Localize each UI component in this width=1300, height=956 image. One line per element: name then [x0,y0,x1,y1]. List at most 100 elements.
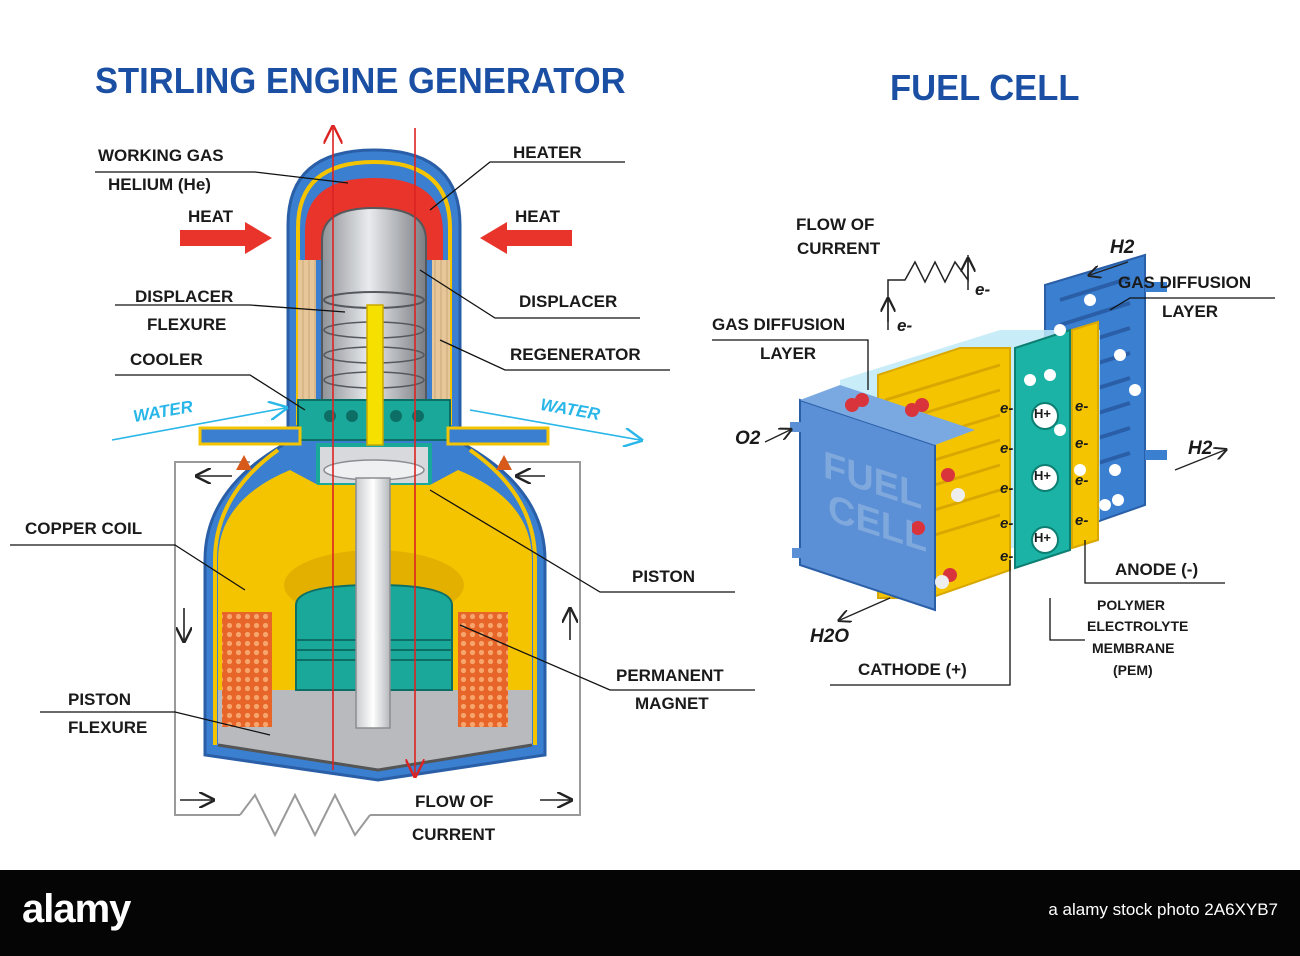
label-displacer-flexure-1: DISPLACER [135,287,234,306]
label-piston-flexure-2: FLEXURE [68,718,148,737]
electron-label: e- [1000,440,1014,457]
electron-label: e- [975,280,991,299]
fuelcell-title: FUEL CELL [890,67,1080,108]
water-pipe-left [198,426,302,446]
fuelcell-leader-lines [712,297,1275,686]
h2o-arrow [840,597,891,620]
label-pem-1: POLYMER [1097,597,1165,613]
regenerator-left [298,260,316,400]
heat-arrow-right [480,222,572,254]
label-heat-right: HEAT [515,207,561,226]
water-pipe-right [446,426,550,446]
label-piston-flexure-1: PISTON [68,690,131,709]
displacer-rod [366,304,384,446]
front-plate-top [800,385,975,445]
label-heat-left: HEAT [188,207,234,226]
label-flow-of-current-1: FLOW OF [415,792,494,811]
pipe [1145,450,1167,460]
pipe [1145,282,1167,292]
label-cathode: CATHODE (+) [858,660,967,679]
resistor-symbol [239,792,371,838]
label-regenerator: REGENERATOR [510,345,641,364]
label-gas-diffusion-left-2: LAYER [760,344,817,363]
label-h2-in: H2 [1110,237,1135,258]
h2-in-arrow [1090,261,1129,275]
label-fc-flow-of-current-1: FLOW OF [796,215,875,234]
regenerator-right [432,260,450,400]
stirling-title: STIRLING ENGINE GENERATOR [95,60,626,101]
label-gas-diffusion-right-2: LAYER [1162,302,1219,321]
label-fc-flow-of-current-2: CURRENT [797,239,881,258]
base-edge [217,743,533,772]
shell-lining [468,448,537,745]
cooler-hole [412,410,424,422]
brand-logo: alamy [22,887,131,931]
cooler-hole [390,410,402,422]
anode-layer [1071,320,1099,550]
pem-layer [1014,328,1071,570]
fuel-cell [712,253,1275,686]
label-heater: HEATER [513,143,582,162]
water-in-arrow [111,408,285,441]
electron-label: e- [1075,398,1089,415]
water-out-arrow [469,409,640,440]
stirling-engine [10,128,755,838]
diagram-svg [10,0,1275,838]
cooler-hole [324,410,336,422]
label-gas-diffusion-right-1: GAS DIFFUSION [1118,273,1252,292]
label-pem-2: ELECTROLYTE [1087,618,1189,634]
label-pem-3: MEMBRANE [1092,640,1175,656]
label-permanent-magnet-1: PERMANENT [616,666,724,685]
piston-flexure-base [218,690,532,770]
shell-lining [296,159,452,425]
label-displacer: DISPLACER [519,292,618,311]
proton-label: H+ [1034,530,1051,545]
label-helium: HELIUM (He) [108,175,211,194]
proton-label: H+ [1034,468,1051,483]
proton-label: H+ [1034,406,1051,421]
label-flow-of-current-2: CURRENT [412,825,496,844]
label-piston: PISTON [632,567,695,586]
piston-head [323,459,425,481]
leader-lines [10,161,755,736]
cooler-hole [346,410,358,422]
displacer-cylinder [321,206,427,401]
circuit-wire-right [370,461,581,816]
electron-label: e- [1000,515,1014,532]
footer-bar: alamy a alamy stock photo 2A6XYB7 [0,870,1300,956]
terminal-cone [236,455,252,470]
pipe [790,422,810,432]
proton-markers [1031,402,1059,554]
pipe [792,548,812,558]
shell-lining [213,448,280,745]
fuelcell-circuit [887,255,969,322]
label-permanent-magnet-2: MAGNET [635,694,709,713]
label-gas-diffusion-left-1: GAS DIFFUSION [712,315,846,334]
electron-label: e- [1000,400,1014,417]
label-working-gas: WORKING GAS [98,146,224,165]
electron-label: e- [1000,480,1014,497]
label-o2: O2 [735,428,761,449]
o2-arrow [764,430,790,443]
label-anode: ANODE (-) [1115,560,1199,579]
label-h2o: H2O [810,626,850,647]
electron-label: e- [1075,472,1089,489]
diagram: STIRLING ENGINE GENERATOR FUEL CELL WORK… [10,0,1275,844]
electron-label: e- [1075,435,1089,452]
label-displacer-flexure-2: FLEXURE [147,315,227,334]
h2-out-arrow [1174,450,1225,471]
circuit-wire-left [174,461,250,816]
heat-arrow-left [180,222,272,254]
label-h2-out: H2 [1188,438,1213,459]
electron-label: e- [1000,548,1014,565]
label-copper-coil: COPPER COIL [25,519,143,538]
label-pem-4: (PEM) [1113,662,1153,678]
copper-coil-right [458,612,508,727]
terminal-cone [496,455,512,470]
molecules [845,294,1141,589]
label-cooler: COOLER [130,350,203,369]
image-id: a alamy stock photo 2A6XYB7 [1048,900,1278,919]
electron-label: e- [1075,512,1089,529]
copper-coil-left [222,612,272,727]
piston-rod [355,477,391,729]
